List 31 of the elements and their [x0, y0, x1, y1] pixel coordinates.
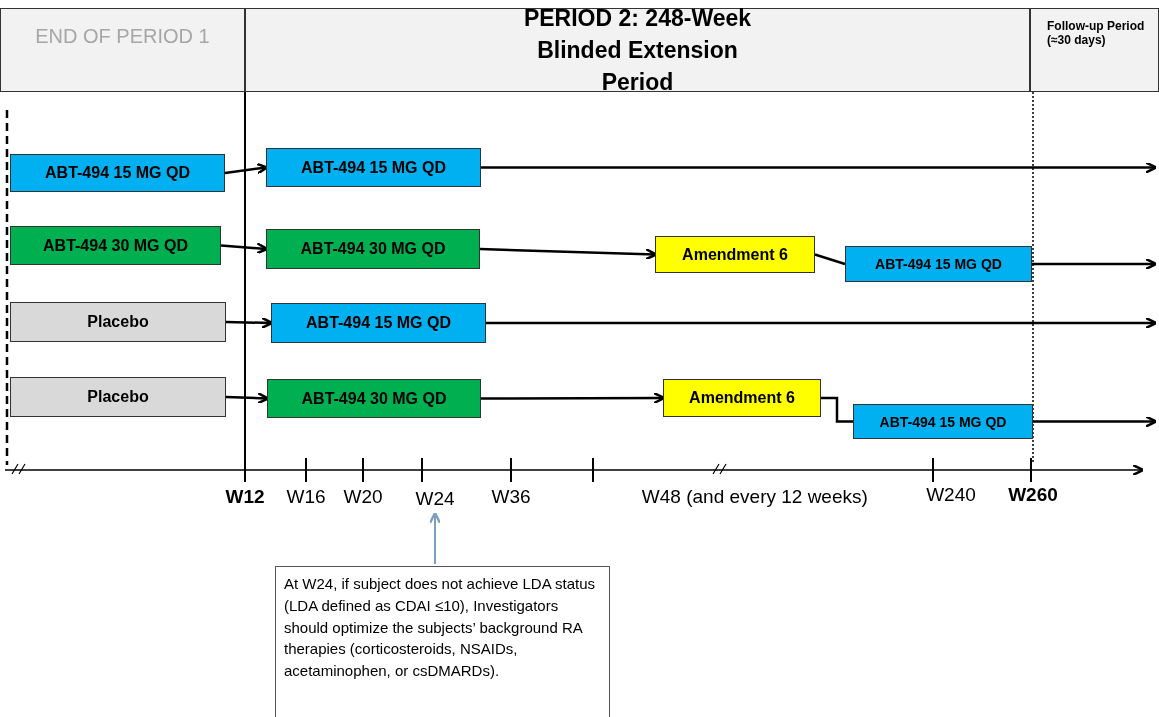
dose-box: ABT-494 15 MG QD: [853, 404, 1033, 439]
period-header: Follow-up Period (≈30 days): [1030, 8, 1159, 92]
tick-label: W24: [410, 486, 460, 512]
dose-box: ABT-494 30 MG QD: [267, 379, 481, 418]
tick-label: W12: [225, 486, 265, 508]
dose-box: ABT-494 30 MG QD: [266, 229, 480, 269]
dose-box: ABT-494 15 MG QD: [845, 246, 1032, 282]
tick-label: W16: [286, 486, 326, 508]
arrow: [486, 316, 1158, 330]
tick-label: W48 (and every 12 weeks): [641, 486, 868, 508]
tick-label: W240: [926, 484, 976, 506]
arrow: [1032, 257, 1158, 271]
tick-label: W36: [491, 486, 531, 508]
amendment-box: Amendment 6: [663, 379, 821, 417]
dose-box: ABT-494 15 MG QD: [271, 303, 486, 343]
dose-box: ABT-494 15 MG QD: [10, 154, 225, 192]
period-header: PERIOD 2: 248-Week Blinded Extension Period: [245, 8, 1030, 92]
dose-box: ABT-494 15 MG QD: [266, 148, 481, 187]
connector-line: [814, 253, 846, 266]
tick-label: W260: [1008, 484, 1058, 506]
connector-line: [821, 396, 853, 423]
placebo-box: Placebo: [10, 377, 226, 417]
dose-box: ABT-494 30 MG QD: [10, 226, 221, 265]
arrow: [428, 511, 442, 565]
arrow: [1033, 415, 1158, 428]
amendment-box: Amendment 6: [655, 236, 815, 273]
note-box: At W24, if subject does not achieve LDA status (LDA defined as CDAI ≤10), Investigators should optimize the subjects’ background RA therapies (corticosteroids, NSAIDs, acetaminophen, or csDMARDs).: [275, 566, 610, 717]
arrow: [481, 161, 1158, 174]
placebo-box: Placebo: [10, 302, 226, 342]
period-header: END OF PERIOD 1: [0, 8, 245, 92]
tick-label: W20: [343, 486, 383, 508]
